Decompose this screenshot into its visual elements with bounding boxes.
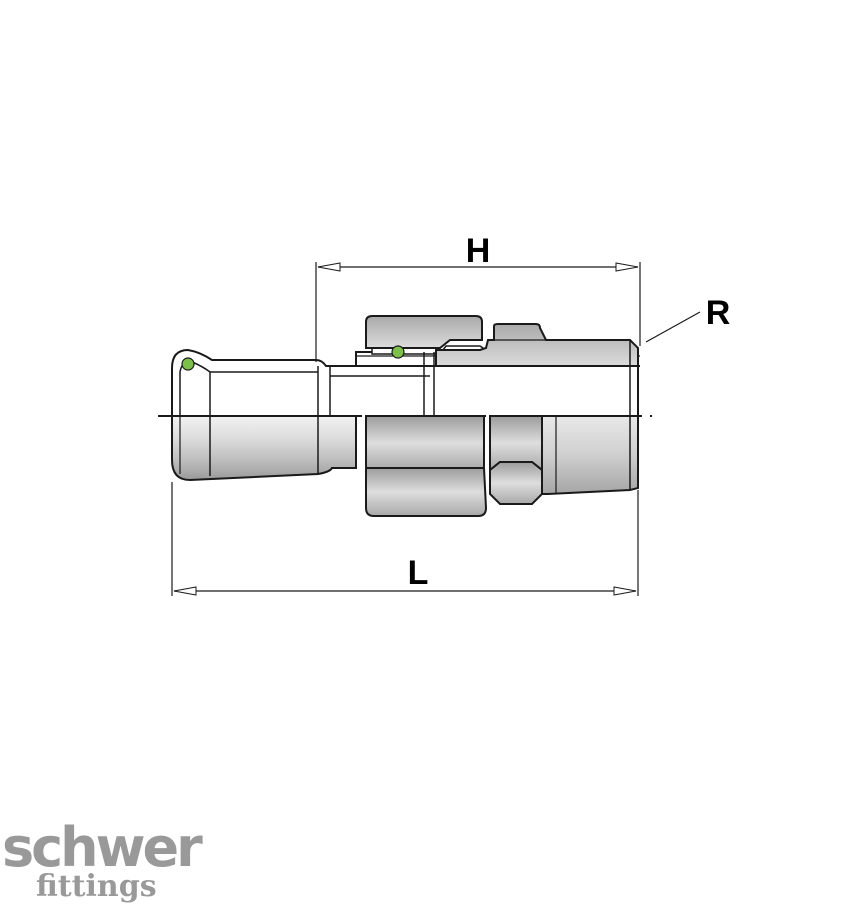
dimension-l: L (171, 482, 639, 596)
press-pipe-upper (171, 348, 372, 416)
union-nut-upper (365, 315, 483, 349)
press-pipe-lower (171, 415, 357, 482)
dimension-l-label: L (408, 554, 429, 592)
thread-callout-r: R (645, 294, 731, 343)
dimension-h-label: H (466, 232, 491, 270)
logo-word: schwer (2, 816, 203, 879)
lower-half (171, 415, 639, 517)
body-upper (435, 323, 639, 367)
logo-sub: fittings (36, 869, 157, 904)
o-ring-seal-nut (391, 345, 405, 359)
union-nut-lower (365, 415, 485, 471)
hex-body-lower-flat (489, 461, 543, 505)
thread-callout-label: R (706, 294, 731, 332)
upper-half (171, 315, 640, 416)
dimension-h: H (315, 232, 641, 362)
o-ring-seal-pipe (181, 357, 195, 371)
union-nut-lower-flat (365, 467, 488, 517)
schwer-logo: schwer fittings (2, 816, 206, 904)
